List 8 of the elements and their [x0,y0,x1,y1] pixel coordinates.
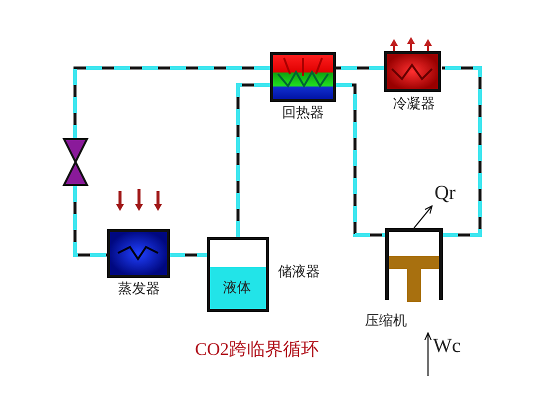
component-label: 蒸发器 [117,282,161,298]
component-label: 压缩机 [364,314,408,330]
heat-label: Qr [433,182,457,204]
liquid-label: 液体 [222,281,252,297]
component-label: 回热器 [281,106,325,122]
component-label: 储液器 [277,265,321,281]
diagram-caption: CO2跨临界循环 [195,338,320,361]
component-label: 冷凝器 [392,97,436,113]
